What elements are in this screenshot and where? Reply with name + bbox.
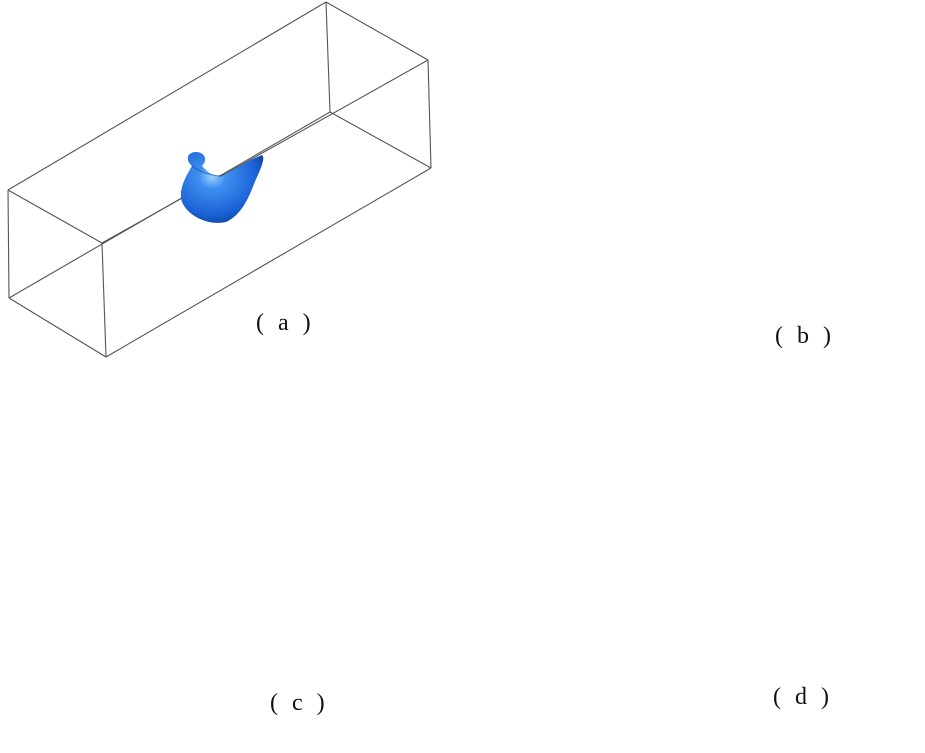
- caption-b: ( b ): [775, 323, 835, 349]
- panel-a: [7, 1, 432, 358]
- caption-d: ( d ): [773, 684, 833, 710]
- caption-c: ( c ): [270, 690, 329, 716]
- wireframe-box-a: [7, 1, 432, 358]
- blue-object-a: [180, 152, 264, 223]
- caption-a: ( a ): [256, 310, 315, 336]
